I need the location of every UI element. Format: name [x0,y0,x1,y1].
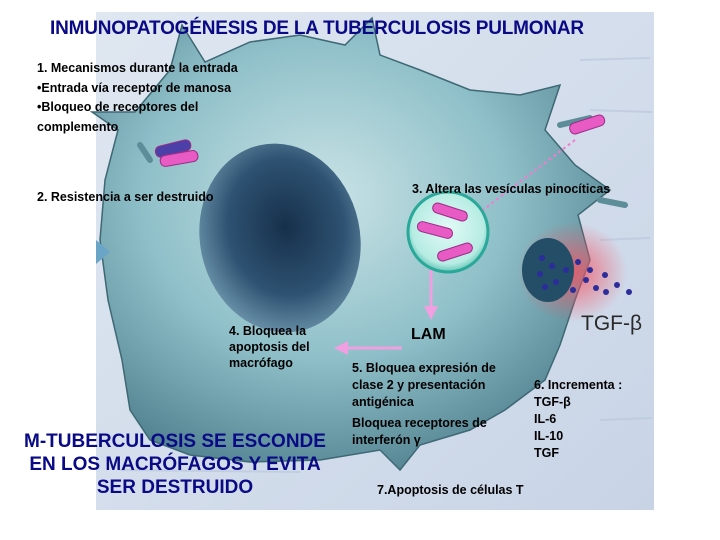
conclusion-line: SER DESTRUIDO [96,477,254,498]
conclusion-text: M-TUBERCULOSIS SE ESCONDE EN LOS MACRÓFA… [10,430,340,499]
lam-arrow [424,270,438,320]
mechanisms-text: 1. Mecanismos durante la entrada •Entrad… [37,59,238,137]
interferon-line: Bloquea receptores de [352,416,487,430]
apoptosis-line: apoptosis del [229,340,310,354]
page-title: INMUNOPATOGÉNESIS DE LA TUBERCULOSIS PUL… [50,18,584,39]
secretion-pocket [522,238,574,302]
apoptosis-line: macrófago [229,356,293,370]
conclusion-line: M-TUBERCULOSIS SE ESCONDE [24,431,326,452]
mechanisms-line: •Entrada vía receptor de manosa [37,80,232,95]
increase-text: 6. Incrementa : TGF-β IL-6 IL-10 TGF [534,377,622,462]
interferon-text: Bloquea receptores de interferón γ [352,415,487,449]
mechanisms-line: •Bloqueo de receptores del [37,100,199,114]
dashed-path [482,139,576,211]
conclusion-line: EN LOS MACRÓFAGOS Y EVITA [29,454,321,475]
resistance-text: 2. Resistencia a ser destruido [37,190,214,204]
increase-line: TGF-β [534,395,571,409]
increase-line: TGF [534,446,559,460]
side-arrowhead [96,240,110,264]
expression-line: clase 2 y presentación [352,378,486,392]
increase-line: IL-6 [534,412,557,426]
expression-text: 5. Bloquea expresión de clase 2 y presen… [352,360,496,411]
lam-label: LAM [411,326,446,343]
vesicles-text: 3. Altera las vesículas pinocíticas [412,182,611,196]
interferon-line: interferón γ [352,433,421,447]
bacilli [154,114,606,262]
apoptosis-line: 4. Bloquea la [229,324,307,338]
apoptosis-arrow [334,341,402,355]
tcell-apoptosis-text: 7.Apoptosis de células T [377,483,524,497]
secreted-dots [537,255,632,295]
expression-line: 5. Bloquea expresión de [352,361,496,375]
increase-line: IL-10 [534,429,564,443]
expression-line: antigénica [352,395,414,409]
nucleus [199,143,361,333]
mechanisms-line: 1. Mecanismos durante la entrada [37,61,238,75]
mechanisms-line: complemento [37,119,119,134]
apoptosis-text: 4. Bloquea la apoptosis del macrófago [229,323,310,371]
tgf-beta-label: TGF-β [581,312,643,335]
increase-line: 6. Incrementa : [534,378,623,392]
